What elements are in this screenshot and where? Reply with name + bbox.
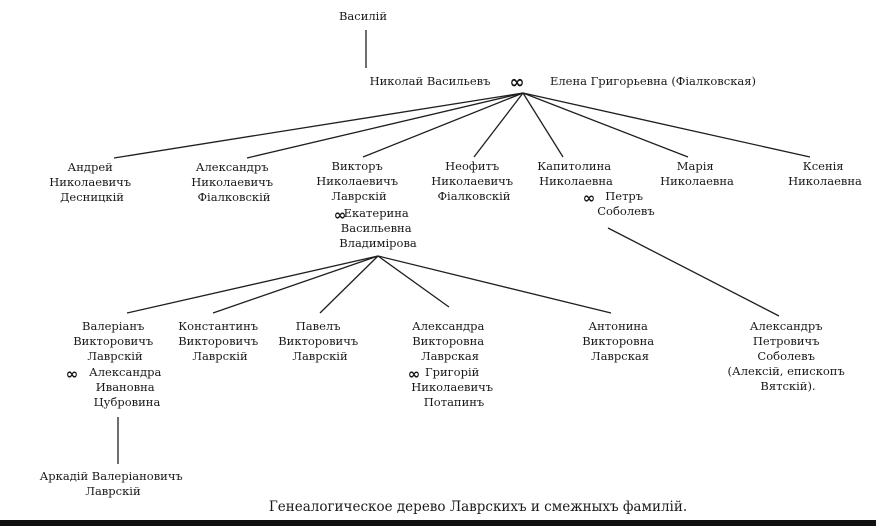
line-viktor-konstantin bbox=[212, 255, 379, 314]
person-kapitolina: Капитолина Николаевна bbox=[537, 159, 615, 188]
person-aleksandra-lavrskaya: Александра Викторовна Лаврская bbox=[412, 319, 488, 363]
line-parents-neofit bbox=[473, 92, 524, 158]
diagram-caption: Генеалогическое дерево Лаврскихъ и смежн… bbox=[269, 499, 687, 515]
line-viktor-aleksandra bbox=[377, 255, 450, 308]
person-vasily: Василій bbox=[339, 9, 387, 23]
person-andrei: Андрей Николаевичъ Десницкій bbox=[49, 160, 135, 204]
person-elena: Елена Григорьевна (Фіалковская) bbox=[550, 74, 756, 88]
line-parents-aleksandr bbox=[246, 92, 524, 159]
person-valerian: Валеріанъ Викторовичъ Лаврскій bbox=[73, 319, 157, 363]
person-maria: Марія Николаевна bbox=[660, 159, 734, 188]
line-parents-kapitolina bbox=[522, 92, 564, 158]
line-parents-ksenia bbox=[522, 92, 811, 158]
line-parents-andrei bbox=[113, 92, 524, 159]
marriage-symbol: ∞ bbox=[334, 206, 347, 224]
person-grigory: Григорій Николаевичъ Потапинъ bbox=[411, 365, 497, 409]
person-neofit: Неофитъ Николаевичъ Фіалковскій bbox=[431, 159, 517, 203]
marriage-symbol: ∞ bbox=[510, 72, 525, 93]
line-parents-maria bbox=[522, 92, 689, 158]
person-petr: Петръ Соболевъ bbox=[597, 189, 654, 218]
person-aleksandr-sobolev: Александръ Петровичъ Соболевъ (Алексій, … bbox=[728, 319, 849, 393]
person-ekaterina: Екатерина Васильевна Владимірова bbox=[339, 206, 417, 250]
person-konstantin: Константинъ Викторовичъ Лаврскій bbox=[178, 319, 262, 363]
person-nikolai: Николай Васильевъ bbox=[370, 74, 491, 88]
person-pavel: Павелъ Викторовичъ Лаврскій bbox=[278, 319, 362, 363]
person-antonina: Антонина Викторовна Лаврская bbox=[582, 319, 658, 363]
marriage-symbol: ∞ bbox=[408, 365, 421, 383]
marriage-symbol: ∞ bbox=[583, 189, 596, 207]
line-viktor-pavel bbox=[319, 255, 379, 314]
person-viktor: Викторъ Николаевичъ Лаврскій bbox=[316, 159, 402, 203]
line-kapitolina-aleksandr bbox=[607, 227, 780, 317]
connector-lines bbox=[113, 30, 811, 464]
line-parents-viktor bbox=[362, 92, 524, 158]
person-aleksandra-tsubrovina: Александра Ивановна Цубровина bbox=[89, 365, 165, 409]
line-viktor-antonina bbox=[377, 255, 612, 314]
person-aleksandr-fialkovsky: Александръ Николаевичъ Фіалковскій bbox=[191, 160, 277, 204]
person-ksenia: Ксенія Николаевна bbox=[788, 159, 862, 188]
bottom-border bbox=[0, 520, 876, 526]
person-arkady: Аркадій Валеріановичъ Лаврскій bbox=[40, 469, 187, 498]
line-viktor-valerian bbox=[126, 255, 379, 314]
marriage-symbol: ∞ bbox=[66, 365, 79, 383]
